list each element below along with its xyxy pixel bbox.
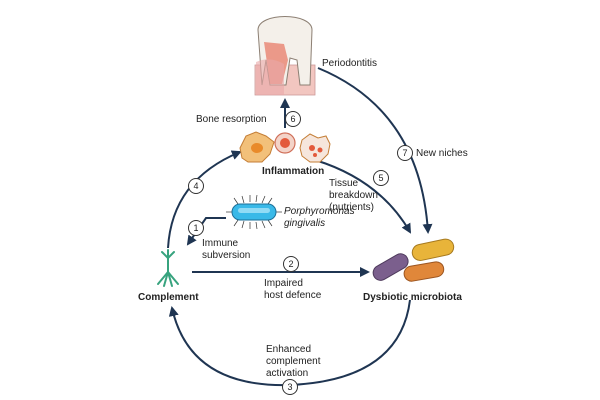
step-6-badge: 6	[285, 111, 301, 127]
dysbiotic-microbiota-label: Dysbiotic microbiota	[363, 292, 462, 303]
new-niches-label: New niches	[416, 148, 468, 159]
periodontitis-label: Periodontitis	[322, 58, 378, 69]
immune-cell-icon	[274, 132, 296, 154]
immune-subversion-line-1: Immune	[202, 238, 239, 249]
step-4-badge: 4	[188, 178, 204, 194]
step-5-badge: 5	[373, 170, 389, 186]
tissue-breakdown-line-3: (nutrients)	[329, 202, 375, 213]
dysbiotic-microbiota-icon	[372, 238, 455, 282]
tissue-breakdown-line-2: breakdown	[329, 190, 378, 201]
immune-subversion-line-2: subversion	[202, 250, 251, 261]
step-7-badge: 7	[397, 145, 413, 161]
complement-label: Complement	[138, 292, 199, 303]
enhanced-complement-line-2: complement	[266, 356, 321, 367]
enhanced-complement-line-1: Enhanced	[266, 344, 312, 355]
bone-resorption-label: Bone resorption	[196, 114, 267, 125]
porphyromonas-label-line-1: Porphyromonas	[284, 206, 355, 217]
arrow-tissue-breakdown	[314, 159, 412, 234]
arrow-new-niches	[317, 67, 433, 234]
neutrophil-icon	[299, 133, 331, 163]
step-1-badge: 1	[188, 220, 204, 236]
impaired-host-defence-line-1: Impaired	[264, 278, 303, 289]
inflammation-label: Inflammation	[262, 166, 325, 177]
complement-icon	[157, 249, 179, 287]
step-2-badge: 2	[283, 256, 299, 272]
macrophage-icon	[239, 131, 275, 163]
impaired-host-defence-line-2: host defence	[264, 290, 322, 301]
enhanced-complement-line-3: activation	[266, 368, 309, 379]
step-3-badge: 3	[282, 379, 298, 395]
porphyromonas-label-line-2: gingivalis	[284, 218, 326, 229]
arrow-complement-to-inflammation	[167, 150, 242, 249]
porphyromonas-gingivalis-icon	[226, 194, 282, 230]
tissue-breakdown-line-1: Tissue	[329, 178, 359, 189]
tooth-illustration	[254, 16, 316, 96]
